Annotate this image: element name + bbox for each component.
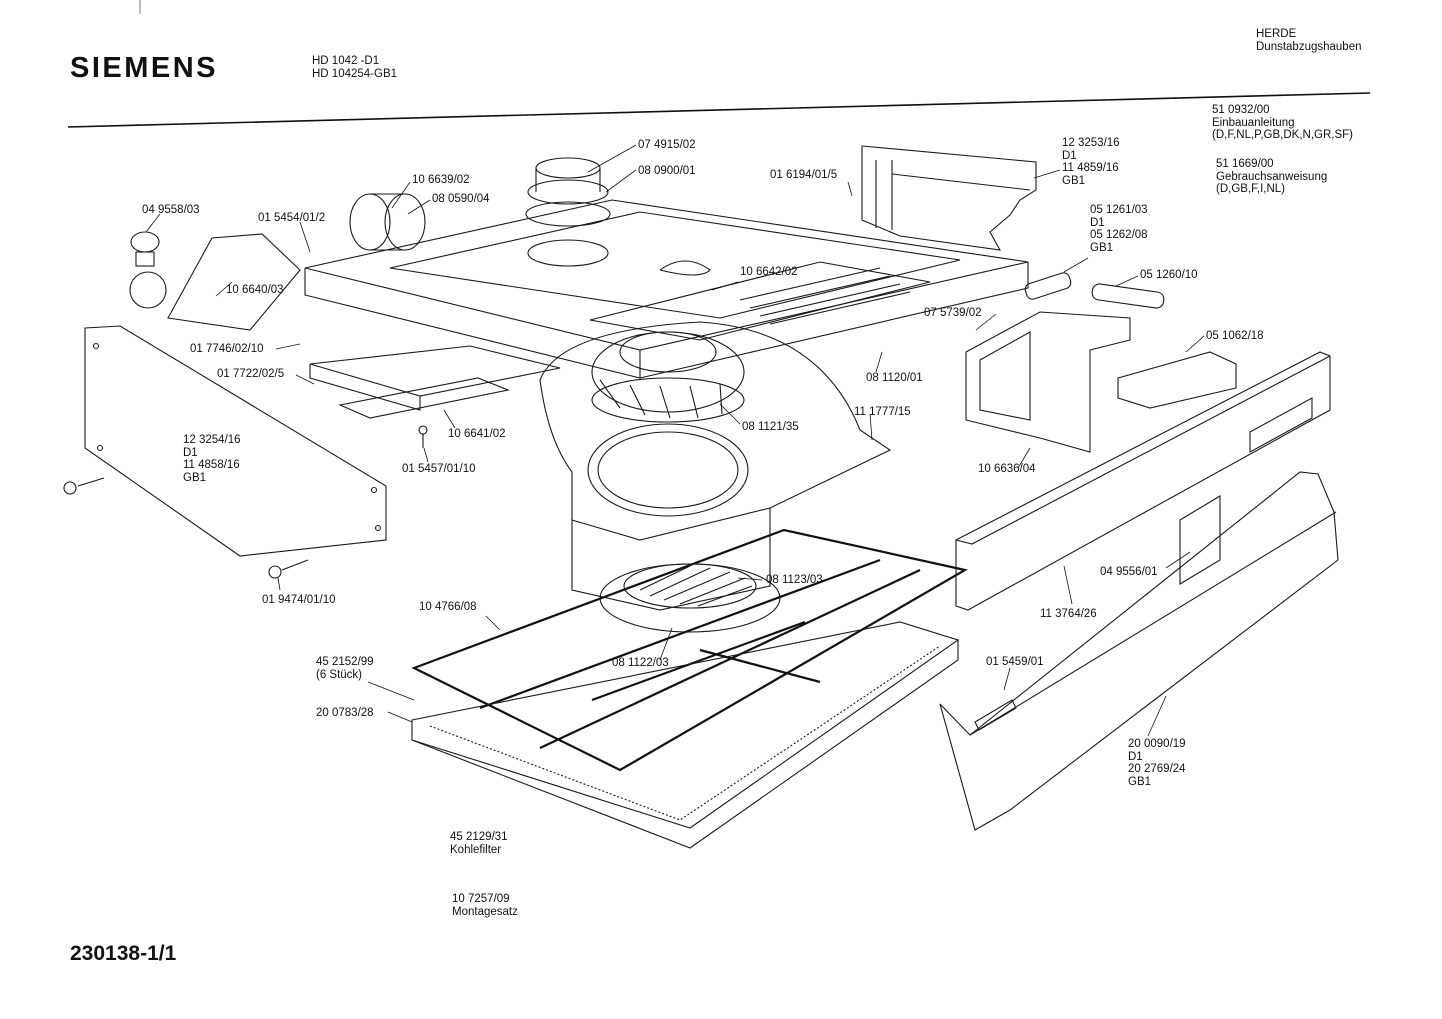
document-languages: (D,GB,F,I,NL) [1216, 183, 1286, 195]
part-label: 07 4915/02 [638, 139, 696, 151]
leader-lines [145, 144, 1205, 737]
part-label: 10 4766/08 [419, 601, 477, 613]
lamp-bulb [129, 231, 167, 309]
part-label: 10 6642/02 [740, 266, 798, 278]
document-description: Einbauanleitung [1212, 116, 1295, 129]
document-description: Gebrauchsanweisung [1216, 170, 1328, 183]
part-label: 04 9558/03 [142, 204, 200, 216]
part-label: 08 0590/04 [432, 193, 490, 205]
diagram-number: 230138-1/1 [70, 942, 177, 965]
grille-slots [589, 261, 931, 341]
model-line-2: HD 104254-GB1 [312, 68, 398, 80]
switch-box [965, 311, 1237, 453]
part-label: 11 3764/26 [1040, 608, 1097, 620]
part-label: 08 1120/01 [866, 372, 923, 384]
model-line-1: HD 1042 -D1 [312, 55, 380, 67]
housing-top-plate [304, 199, 1029, 379]
part-label: 20 0783/28 [316, 707, 374, 719]
part-label: 01 9474/01/10 [262, 594, 336, 606]
left-side-panel [84, 325, 387, 557]
part-label: 07 5739/02 [924, 307, 982, 319]
part-label-multi: 45 2152/99(6 Stück) [316, 656, 374, 681]
document-part-number: 51 1669/00 [1216, 158, 1274, 170]
part-label: 08 1122/03 [612, 657, 669, 669]
part-label: 10 6640/03 [226, 284, 284, 296]
carbon-filter-tray [411, 621, 960, 849]
part-label: 11 1777/15 [854, 406, 911, 418]
part-label: 05 1062/18 [1206, 330, 1264, 342]
capacitor [1024, 272, 1165, 309]
fan-wheel [591, 331, 745, 423]
filter-frame [309, 345, 561, 419]
header-rule [67, 92, 1371, 128]
part-label: 01 5459/01 [986, 656, 1044, 668]
category-label: HERDE [1256, 28, 1297, 40]
part-label: 01 7722/02/5 [217, 368, 285, 380]
part-label: 01 5454/01/2 [258, 212, 326, 224]
brand-logo: SIEMENS [70, 52, 219, 84]
duct-ring [349, 193, 426, 251]
part-label: 01 6194/01/5 [770, 169, 838, 181]
lamp-cover [167, 233, 301, 331]
document-user-manual: 51 1669/00 Gebrauchsanweisung (D,GB,F,I,… [1216, 158, 1327, 196]
part-label: 01 7746/02/10 [190, 343, 264, 355]
part-label: 10 6636/04 [978, 463, 1036, 475]
part-label: 10 6639/02 [412, 174, 470, 186]
front-cover [939, 471, 1339, 831]
screws [63, 425, 428, 579]
subcategory-label: Dunstabzugshauben [1256, 41, 1362, 53]
part-label: 04 9556/01 [1100, 566, 1158, 578]
document-languages: (D,F,NL,P,GB,DK,N,GR,SF) [1212, 129, 1354, 141]
fan-housing [539, 321, 892, 611]
motor-cap [525, 157, 611, 227]
rear-bracket [861, 145, 1037, 251]
grease-filter-mesh [411, 528, 968, 772]
part-label: 08 1123/03 [766, 574, 823, 586]
part-label: 01 5457/01/10 [402, 463, 476, 475]
part-label: 08 1121/35 [742, 421, 799, 433]
fan-grille [599, 563, 781, 633]
part-label: 10 6641/02 [448, 428, 506, 440]
document-part-number: 51 0932/00 [1212, 104, 1270, 116]
document-install-guide: 51 0932/00 Einbauanleitung (D,F,NL,P,GB,… [1212, 104, 1353, 142]
front-fascia [955, 351, 1331, 611]
part-label: 05 1260/10 [1140, 269, 1198, 281]
part-label: 08 0900/01 [638, 165, 696, 177]
